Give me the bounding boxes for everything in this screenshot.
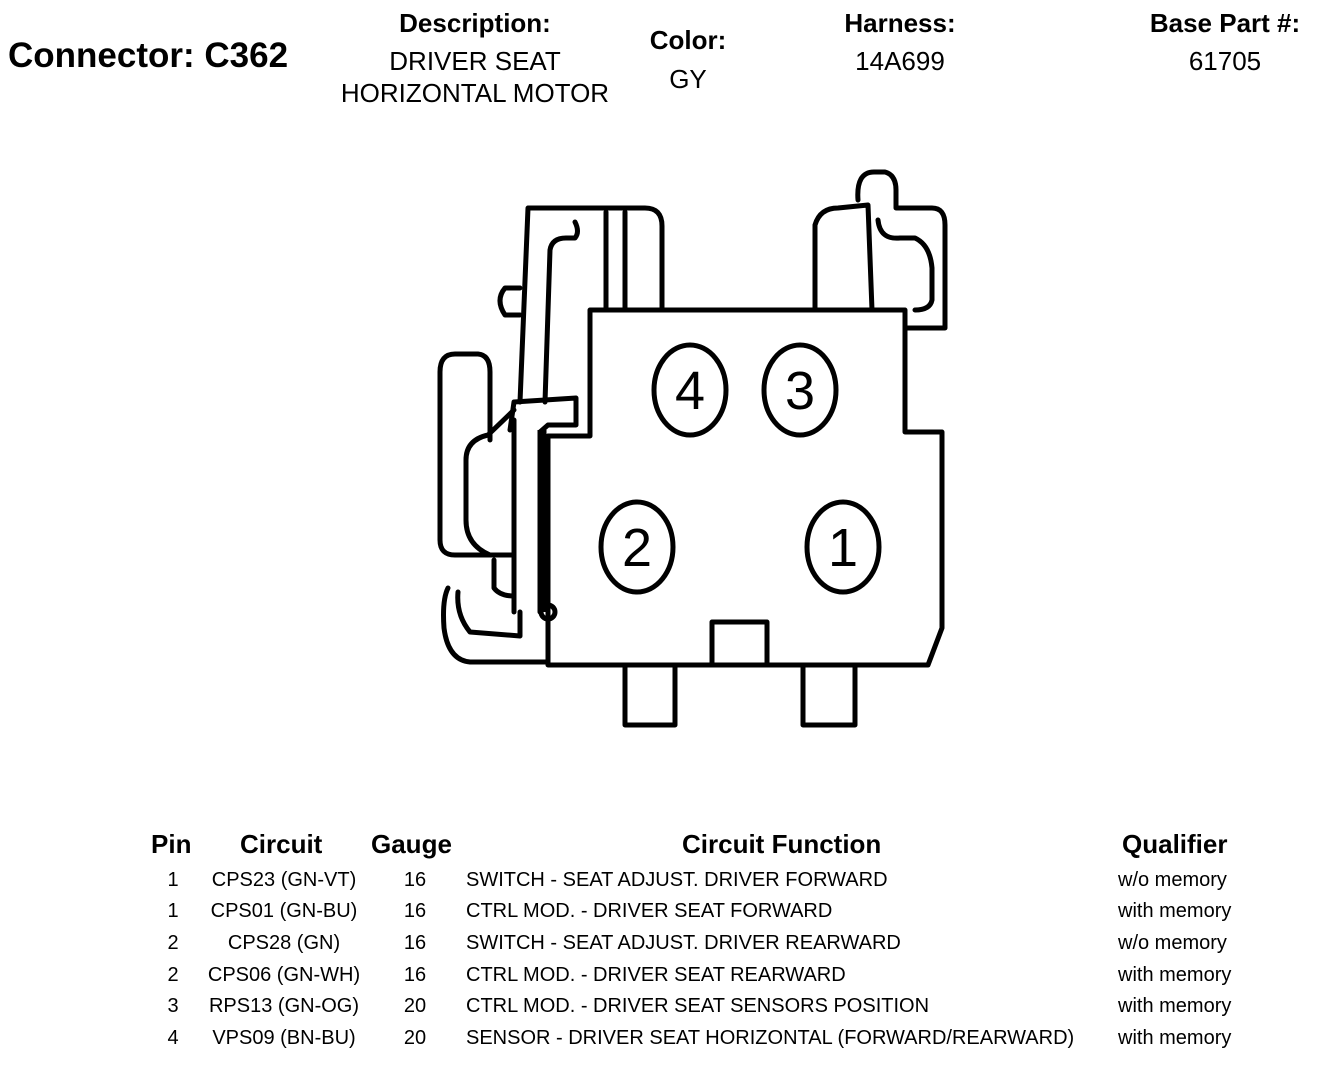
left-lock-cam [463, 407, 517, 558]
header-circuit-function: Circuit Function [682, 829, 882, 859]
cell-gauge: 20 [403, 995, 427, 1017]
right-latch-hook [855, 169, 948, 331]
connector-title: Connector: C362 [8, 36, 289, 75]
cell-function: SWITCH - SEAT ADJUST. DRIVER FORWARD [466, 869, 888, 891]
left-lower-hook [441, 585, 551, 665]
left-latch-arm [542, 219, 580, 405]
cell-gauge: 16 [403, 869, 427, 891]
connector-body [545, 307, 945, 668]
cell-function: SENSOR - DRIVER SEAT HORIZONTAL (FORWARD… [466, 1027, 1075, 1049]
cell-pin: 1 [167, 900, 179, 922]
cell-circuit: VPS09 (BN-BU) [212, 1027, 356, 1049]
cell-qualifier: with memory [1118, 964, 1232, 986]
cell-function: CTRL MOD. - DRIVER SEAT FORWARD [466, 900, 833, 922]
cell-circuit: CPS06 (GN-WH) [207, 964, 361, 986]
cell-gauge: 16 [403, 932, 427, 954]
description-line1: DRIVER SEAT [389, 46, 561, 76]
cell-gauge: 16 [403, 900, 427, 922]
right-latch-post [812, 202, 875, 313]
cell-qualifier: with memory [1118, 995, 1232, 1017]
cell-gauge: 20 [403, 1027, 427, 1049]
left-side-nub [497, 285, 523, 318]
right-latch-spring [875, 217, 935, 313]
pin-label: 4 [675, 361, 705, 421]
base-part-label: Base Part #: [1149, 8, 1301, 38]
cell-circuit: CPS01 (GN-BU) [210, 900, 358, 922]
cell-circuit: RPS13 (GN-OG) [208, 995, 360, 1017]
description-line2: HORIZONTAL MOTOR [340, 78, 610, 108]
pin-cavity-4: 4 [651, 342, 729, 438]
left-latch-inner-slot [603, 209, 628, 313]
cell-qualifier: w/o memory [1118, 869, 1227, 891]
color-label: Color: [649, 25, 727, 55]
cell-function: CTRL MOD. - DRIVER SEAT REARWARD [466, 964, 846, 986]
cell-gauge: 16 [403, 964, 427, 986]
description-label: Description: [399, 8, 551, 38]
cell-qualifier: with memory [1118, 900, 1232, 922]
cell-pin: 3 [167, 995, 179, 1017]
left-latch-frame [517, 205, 665, 405]
pin-cavity-1: 1 [804, 499, 882, 595]
cell-pin: 4 [167, 1027, 179, 1049]
left-lock-pivot [538, 602, 558, 622]
harness-value: 14A699 [855, 46, 945, 76]
header-pin: Pin [151, 829, 192, 859]
pin-cavity-2: 2 [598, 499, 676, 595]
bottom-tab-left [622, 662, 678, 728]
pin-cavity-3: 3 [761, 342, 839, 438]
cell-qualifier: with memory [1118, 1027, 1232, 1049]
left-lock-lever [437, 351, 493, 558]
harness-label: Harness: [844, 8, 956, 38]
cell-pin: 2 [167, 964, 179, 986]
pin-label: 1 [828, 518, 858, 578]
cell-pin: 2 [167, 932, 179, 954]
header-circuit: Circuit [240, 829, 323, 859]
cell-function: SWITCH - SEAT ADJUST. DRIVER REARWARD [466, 932, 901, 954]
header-qualifier: Qualifier [1122, 829, 1228, 859]
cell-function: CTRL MOD. - DRIVER SEAT SENSORS POSITION [466, 995, 930, 1017]
cell-pin: 1 [167, 869, 179, 891]
cell-circuit: CPS28 (GN) [227, 932, 341, 954]
pin-label: 2 [622, 518, 652, 578]
pin-label: 3 [785, 361, 815, 421]
color-value: GY [669, 64, 707, 94]
cell-circuit: CPS23 (GN-VT) [211, 869, 357, 891]
base-part-value: 61705 [1188, 46, 1262, 76]
bottom-notch [709, 619, 770, 668]
left-lock-rail-2 [491, 557, 517, 599]
left-lower-hook-inner [455, 589, 523, 639]
cell-qualifier: w/o memory [1118, 932, 1227, 954]
connector-face-diagram: 4 3 2 1 [437, 169, 948, 728]
header-gauge: Gauge [371, 829, 452, 859]
bottom-tab-right [800, 662, 858, 728]
